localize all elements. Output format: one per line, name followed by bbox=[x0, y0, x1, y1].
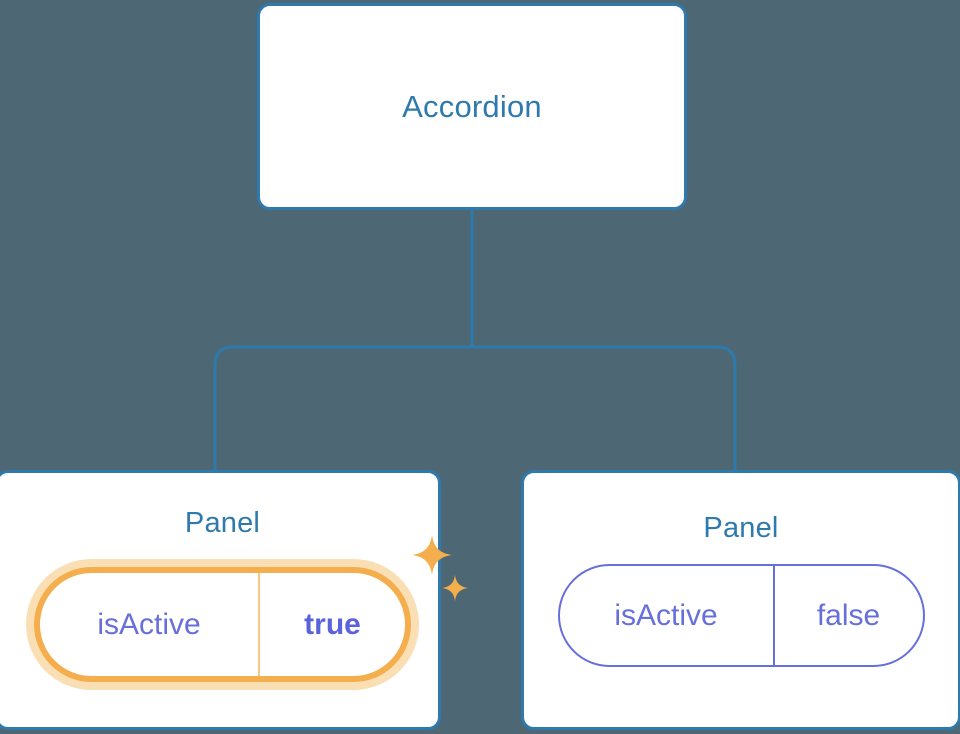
prop-value-1: false bbox=[772, 566, 923, 665]
prop-pill-wrap-1: isActive false bbox=[557, 564, 925, 667]
connector-branch-bus bbox=[213, 345, 737, 470]
prop-pill-isactive-false[interactable]: isActive false bbox=[557, 564, 925, 667]
prop-key-1: isActive bbox=[614, 598, 718, 632]
node-accordion-title: Accordion bbox=[402, 88, 542, 124]
node-panel-0-title: Panel bbox=[184, 507, 261, 539]
node-panel-1[interactable]: Panel isActive false bbox=[521, 470, 960, 730]
prop-pill-isactive-true[interactable]: isActive true bbox=[34, 567, 411, 682]
node-accordion[interactable]: Accordion bbox=[257, 3, 687, 210]
node-panel-0[interactable]: Panel isActive true bbox=[0, 470, 468, 730]
prop-value-0: true bbox=[258, 573, 405, 676]
node-panel-1-title: Panel bbox=[703, 512, 779, 544]
prop-key-0: isActive bbox=[97, 607, 201, 641]
prop-pill-wrap-0: isActive true bbox=[34, 535, 468, 682]
